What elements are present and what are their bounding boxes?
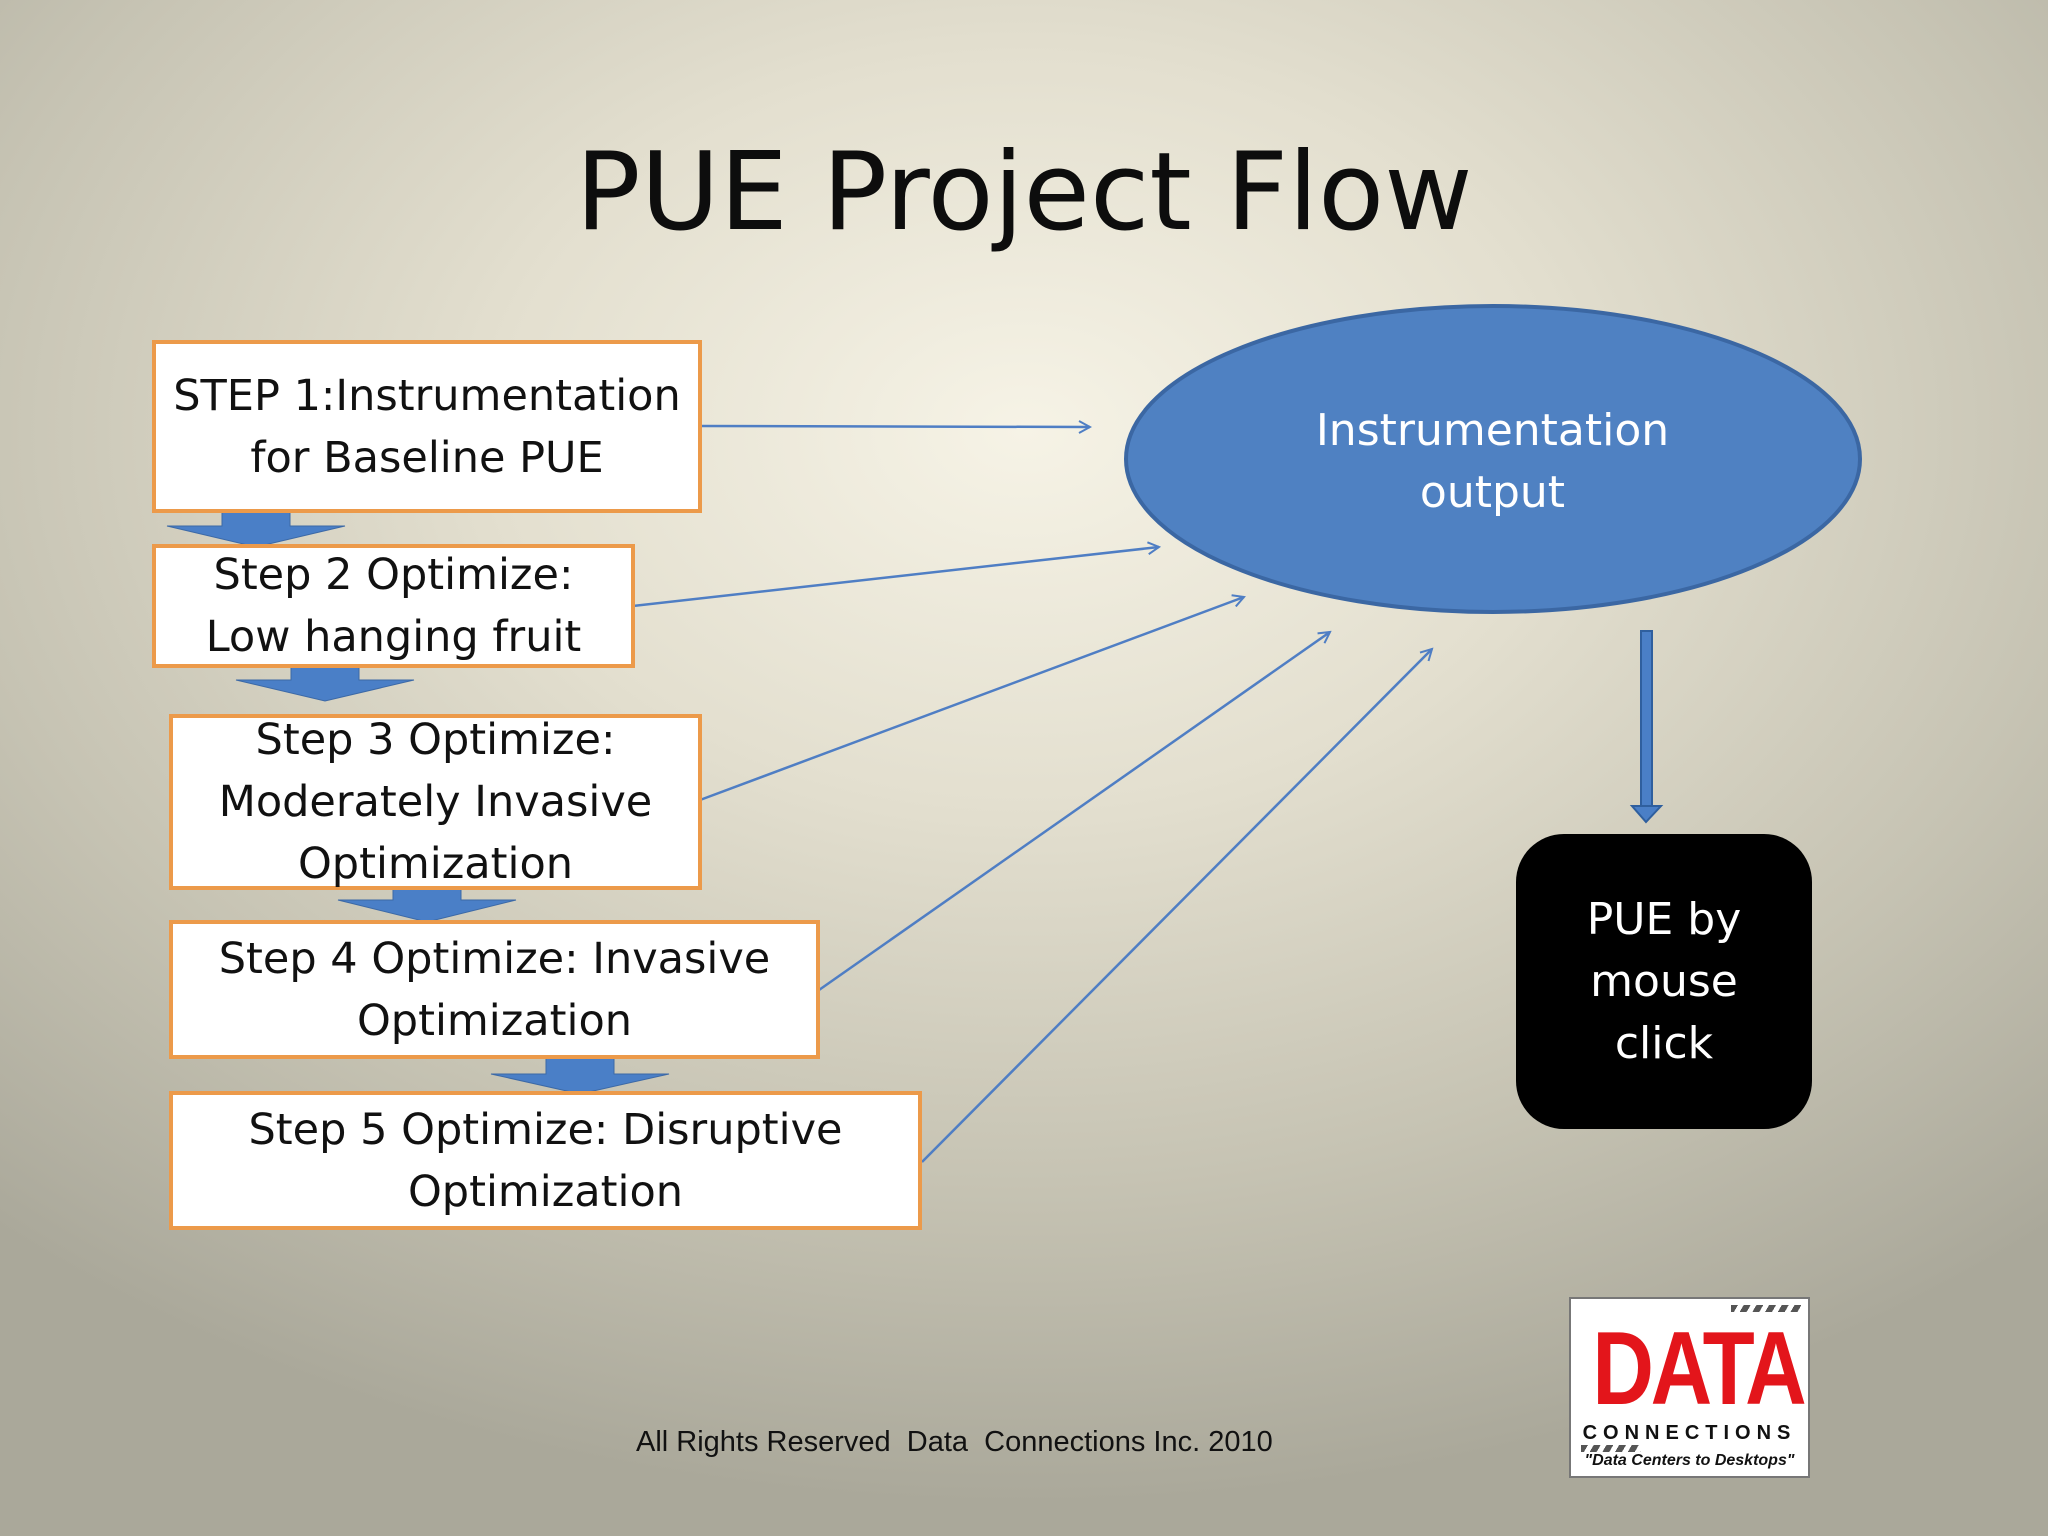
pue-result-box: PUE by mouse click [1516, 834, 1812, 1129]
step-3-label: Step 3 Optimize: Moderately Invasive Opt… [218, 715, 653, 889]
logo-tagline: "Data Centers to Desktops" [1584, 1452, 1795, 1469]
step-3-box: Step 3 Optimize: Moderately Invasive Opt… [169, 714, 702, 890]
slide-title: PUE Project Flow [575, 130, 1473, 255]
step-2-box: Step 2 Optimize: Low hanging fruit [152, 544, 635, 668]
logo-wordmark: DATA [1592, 1311, 1806, 1427]
pue-result-label: PUE by mouse click [1586, 893, 1742, 1069]
logo-stripe-bottom [1581, 1445, 1641, 1452]
data-connections-logo: DATA CONNECTIONS "Data Centers to Deskto… [1569, 1297, 1810, 1478]
footer-copyright: All Rights Reserved Data Connections Inc… [636, 1426, 1273, 1458]
connector-step4 [818, 632, 1330, 992]
down-arrow-1-2 [166, 510, 346, 548]
instrumentation-output-ellipse [1124, 304, 1862, 614]
step-5-label: Step 5 Optimize: Disruptive Optimization [248, 1104, 843, 1217]
step-1-label: STEP 1:Instrumentation for Baseline PUE [173, 370, 681, 483]
step-1-box: STEP 1:Instrumentation for Baseline PUE [152, 340, 702, 513]
step-5-box: Step 5 Optimize: Disruptive Optimization [169, 1091, 922, 1230]
logo-subtext: CONNECTIONS [1582, 1422, 1797, 1444]
step-4-box: Step 4 Optimize: Invasive Optimization [169, 920, 820, 1059]
logo-stripe-top [1731, 1305, 1801, 1312]
step-4-label: Step 4 Optimize: Invasive Optimization [218, 933, 771, 1046]
output-arrow-shaft [1640, 630, 1653, 807]
connector-step5 [921, 649, 1432, 1163]
instrumentation-output-label: Instrumentation output [1315, 405, 1670, 518]
down-arrow-2-3 [235, 663, 415, 702]
connector-step3 [699, 597, 1244, 802]
connector-step1 [699, 426, 1090, 427]
step-2-label: Step 2 Optimize: Low hanging fruit [205, 550, 582, 662]
down-arrow-4-5 [490, 1055, 670, 1095]
connector-step2 [632, 547, 1159, 608]
output-arrow-head [1629, 805, 1664, 824]
